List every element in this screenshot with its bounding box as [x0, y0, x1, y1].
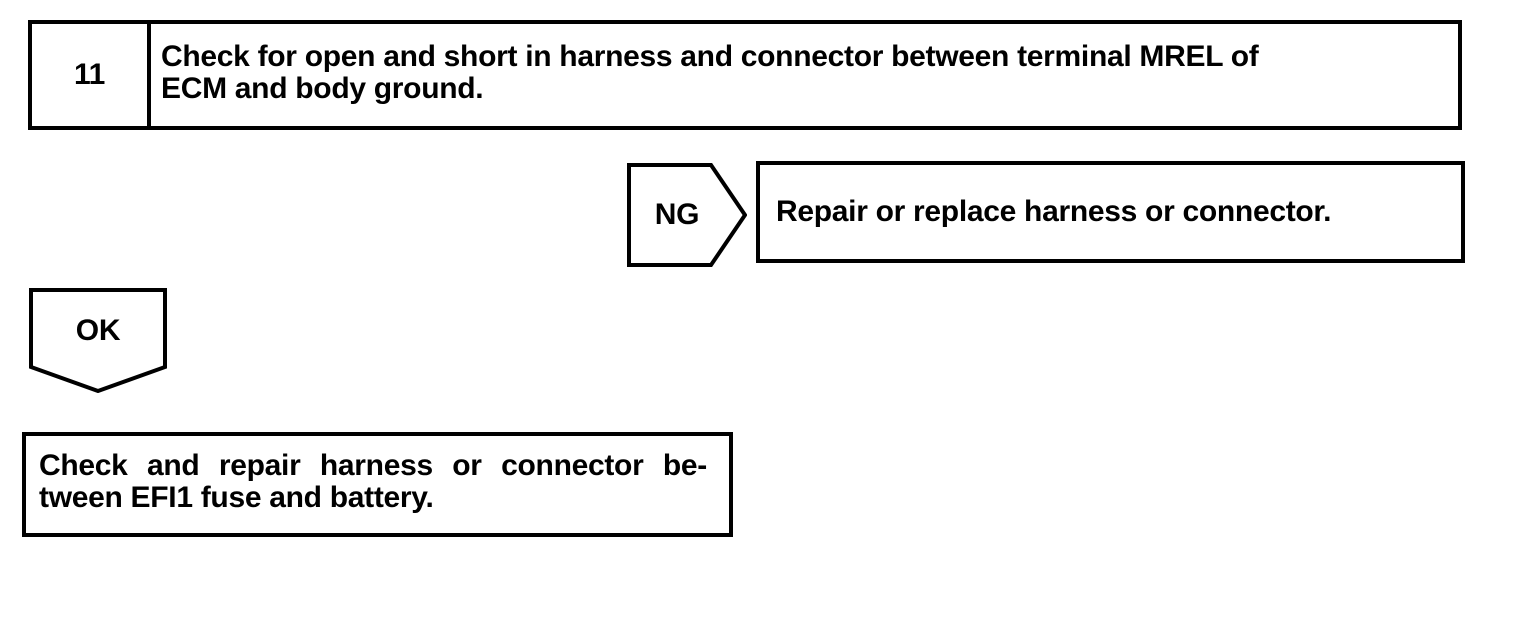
- ok-label: OK: [75, 314, 121, 347]
- result-text-line1: Check and repair harness or connector be…: [39, 449, 707, 482]
- result-text-line2: tween EFI1 fuse and battery.: [39, 481, 434, 514]
- ng-action-text: Repair or replace harness or connector.: [776, 195, 1332, 228]
- ng-connector: NG: [627, 163, 747, 267]
- ok-connector: OK: [29, 288, 167, 393]
- ng-pentagon-icon: [627, 163, 747, 267]
- ng-label: NG: [654, 198, 700, 231]
- step-number: 11: [32, 24, 151, 126]
- step-instruction: Check for open and short in harness and …: [151, 24, 1458, 126]
- step-instruction-line1: Check for open and short in harness and …: [161, 40, 1259, 73]
- ng-action-box: Repair or replace harness or connector.: [756, 161, 1465, 263]
- step-box: 11 Check for open and short in harness a…: [28, 20, 1462, 130]
- ok-pentagon-icon: [29, 288, 167, 393]
- step-instruction-line2: ECM and body ground.: [161, 72, 484, 105]
- result-box: Check and repair harness or connector be…: [22, 432, 733, 537]
